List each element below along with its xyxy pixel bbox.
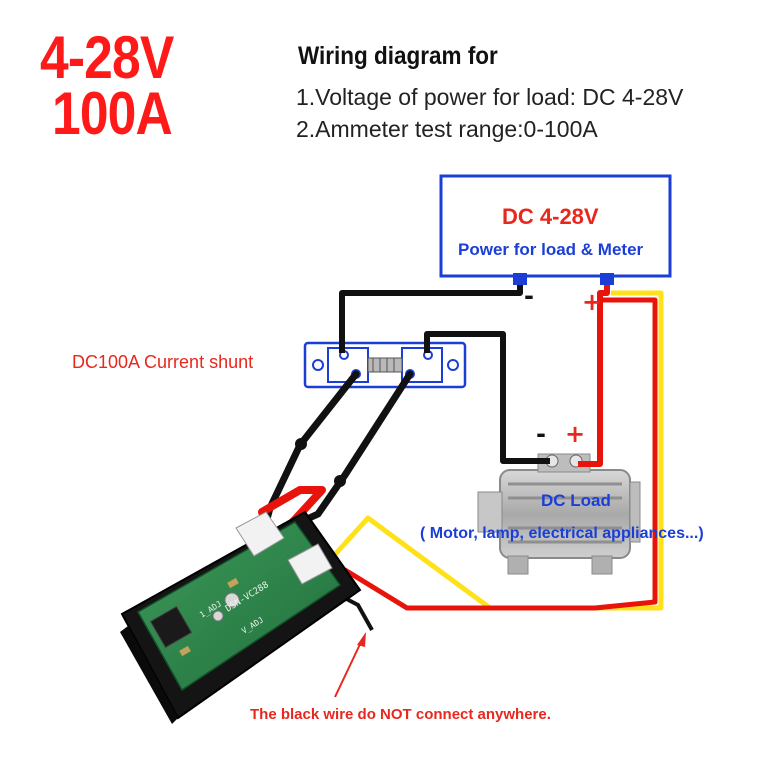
shunt-label: DC100A Current shunt: [72, 352, 254, 372]
warning-note: The black wire do NOT connect anywhere.: [250, 706, 551, 723]
diagram-title: Wiring diagram for: [298, 42, 498, 70]
load-minus-sign: -: [536, 420, 546, 448]
dc-load-motor: [477, 453, 641, 575]
power-supply-box: [439, 174, 672, 278]
power-supply-title: DC 4-28V: [502, 204, 599, 229]
wire-load-negative: [424, 331, 550, 464]
current-rating-heading: 100A: [52, 80, 173, 147]
current-shunt: [303, 341, 467, 389]
power-plus-sign: +: [582, 288, 603, 316]
power-minus-sign: -: [524, 282, 534, 310]
power-supply-subtitle: Power for load & Meter: [458, 240, 644, 259]
power-negative-terminal: [513, 273, 527, 285]
voltage-range-heading: 4-28V: [40, 24, 174, 91]
spec-ammeter-range: 2.Ammeter test range:0-100A: [296, 116, 598, 142]
load-plus-sign: +: [565, 420, 586, 448]
junction-dot: [295, 438, 307, 450]
junction-dot: [334, 475, 346, 487]
meter-module: [120, 510, 362, 724]
load-title: DC Load: [541, 491, 611, 510]
spec-voltage: 1.Voltage of power for load: DC 4-28V: [296, 84, 684, 110]
wire-supply-positive: [578, 285, 610, 467]
wire-supply-negative: [339, 285, 523, 353]
power-positive-terminal: [600, 273, 614, 285]
load-subtitle: ( Motor, lamp, electrical appliances...): [420, 525, 704, 542]
